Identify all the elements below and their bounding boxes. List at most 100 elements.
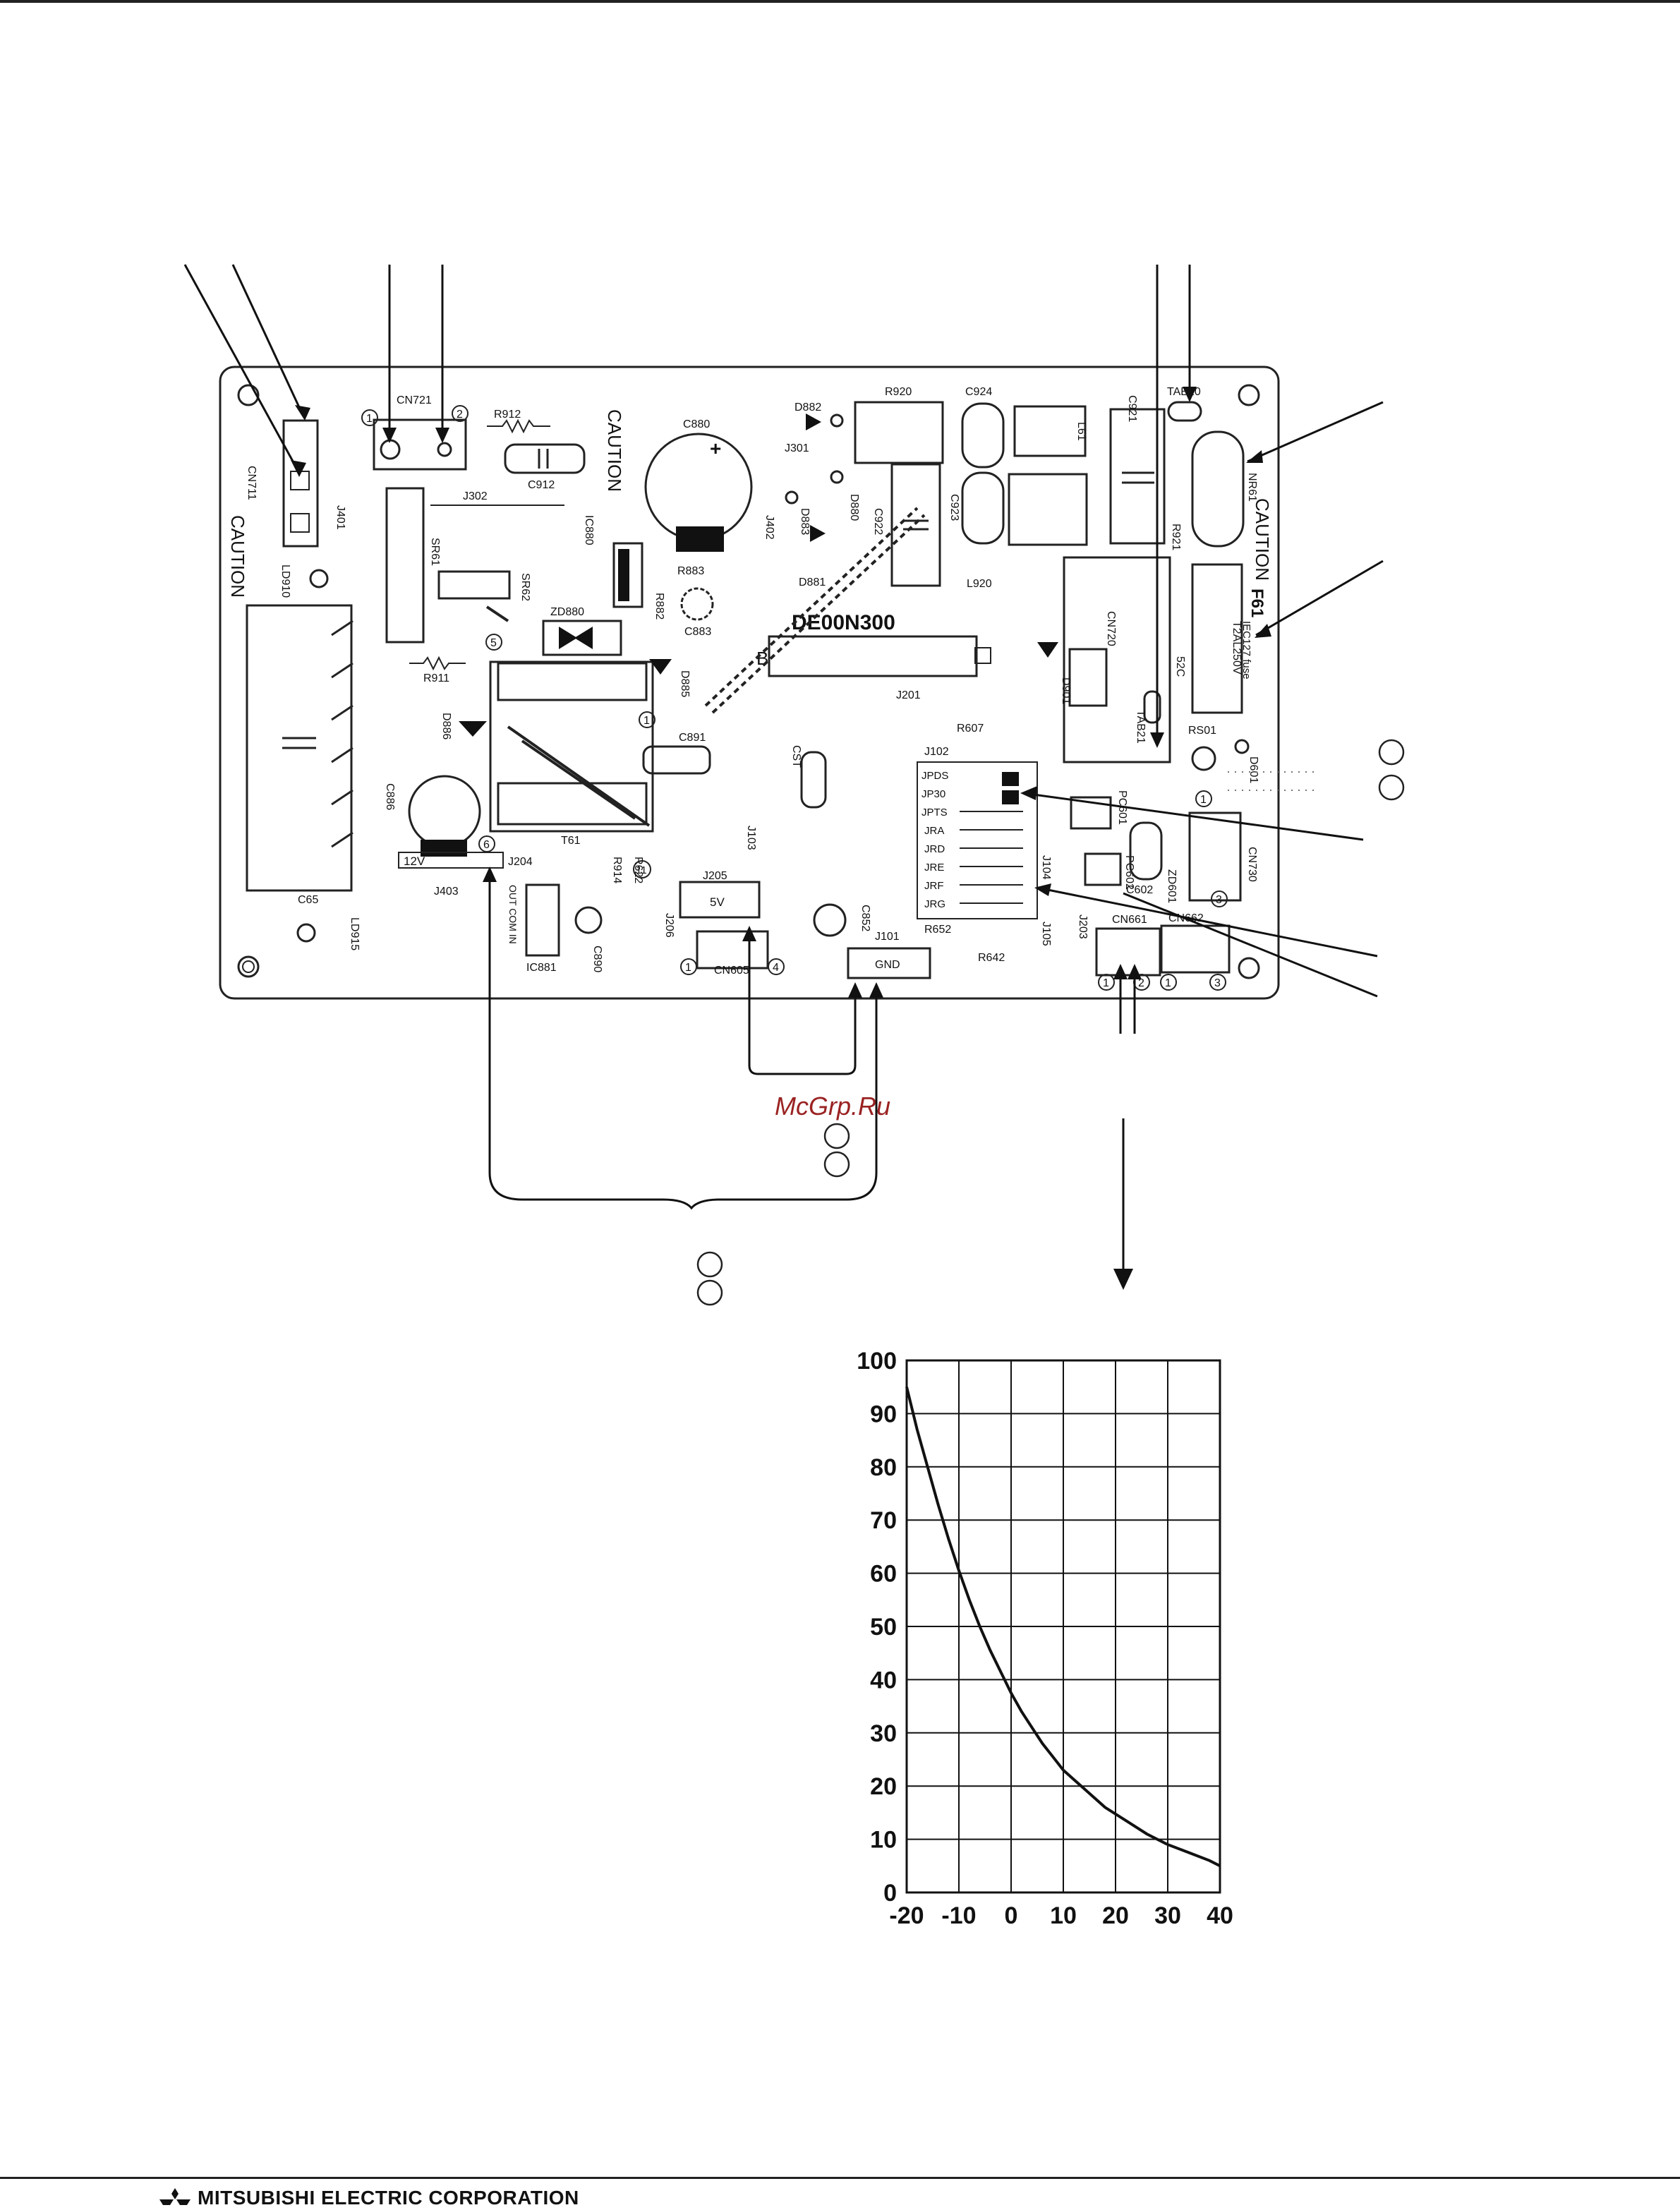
capacitor-c891 — [642, 745, 711, 775]
label-c923: C923 — [948, 494, 960, 521]
diode-d886 — [459, 721, 487, 737]
c880-band — [676, 526, 724, 552]
leader-line — [231, 264, 305, 417]
capacitor-c602 — [1129, 821, 1163, 881]
y-tick-label: 60 — [870, 1561, 897, 1588]
mounting-hole — [237, 384, 260, 406]
label-j204: J204 — [508, 856, 533, 868]
x-tick-label: -20 — [889, 1902, 924, 1929]
mounting-hole — [237, 955, 260, 978]
label-jrg: JRG — [924, 898, 945, 910]
x-tick-label: 10 — [1050, 1902, 1077, 1929]
inductor-l61-body — [1008, 473, 1088, 546]
label-r921: R921 — [1170, 524, 1182, 550]
label-r911: R911 — [423, 672, 449, 684]
label-pc602: PC602 — [1123, 855, 1135, 890]
y-tick-label: 40 — [870, 1667, 897, 1693]
diode-d882 — [806, 413, 821, 430]
test-point — [1234, 739, 1250, 754]
label-ld915: LD915 — [349, 917, 361, 950]
sr61-varistor — [385, 487, 425, 644]
label-d882: D882 — [794, 401, 821, 413]
jumper-cut-jp30 — [1002, 790, 1019, 804]
label-j403: J403 — [434, 886, 459, 898]
j201-end — [974, 647, 991, 664]
j205-jumper — [679, 881, 761, 919]
leader-line — [1255, 560, 1384, 636]
label-cn711: CN711 — [246, 466, 258, 500]
label-cst: CST — [790, 745, 802, 768]
c886-band — [421, 840, 467, 857]
diode-d881 — [810, 525, 826, 542]
pin-number: 11 — [636, 864, 647, 876]
logo-diamond-left — [159, 2199, 174, 2205]
label-c852: C852 — [859, 905, 871, 931]
label-j205: J205 — [703, 870, 727, 882]
label-d881: D881 — [799, 576, 826, 588]
pin-number: 5 — [490, 637, 497, 649]
y-tick-label: 30 — [870, 1720, 897, 1747]
sr62-varistor — [437, 570, 511, 600]
label-j101: J101 — [875, 931, 900, 943]
label-nr61: NR61 — [1246, 473, 1258, 502]
label-zd601: ZD601 — [1166, 869, 1178, 903]
label-l920: L920 — [967, 578, 992, 590]
arrowhead — [483, 867, 497, 882]
label-j301: J301 — [785, 442, 809, 454]
arrowhead — [1183, 387, 1197, 402]
arrowhead — [848, 982, 862, 998]
arrowheads — [291, 387, 1271, 1290]
cn605-connector — [696, 930, 769, 970]
pin-badge — [633, 860, 651, 878]
resistor-r920 — [854, 401, 944, 464]
arrowhead — [1246, 450, 1263, 463]
diode-symbol — [559, 627, 577, 649]
callout-leaders — [183, 264, 1384, 1277]
label-j104: J104 — [1040, 855, 1052, 880]
tab20-terminal — [1167, 401, 1202, 422]
label-c924: C924 — [965, 386, 992, 398]
hatch-diagonal — [704, 507, 926, 714]
pin-number: 3 — [1216, 894, 1222, 906]
callout-circle — [1378, 739, 1405, 766]
x-tick-label: 30 — [1154, 1902, 1181, 1929]
label-c880: C880 — [683, 418, 710, 430]
pin-number: 2 — [1138, 977, 1144, 989]
diode-d901 — [1037, 642, 1058, 658]
label-r920: R920 — [885, 386, 912, 398]
label-r914: R914 — [611, 857, 623, 883]
cn661-connector — [1095, 927, 1161, 977]
capacitor-c922 — [890, 463, 941, 587]
label-c891: C891 — [679, 732, 706, 744]
top-rule — [0, 0, 1680, 3]
pin-badge — [1195, 790, 1212, 807]
resistor-r911 — [409, 656, 466, 671]
y-tick-label: 50 — [870, 1614, 897, 1641]
label-ic881: IC881 — [526, 962, 557, 974]
mitsubishi-logo — [159, 2188, 191, 2205]
cn720-connector — [1068, 648, 1108, 707]
label-52c: 52C — [1174, 656, 1186, 677]
label-c890: C890 — [591, 946, 603, 972]
leader-line — [183, 264, 301, 473]
leader-line — [1123, 892, 1378, 998]
label-r607: R607 — [957, 723, 984, 735]
label-j105: J105 — [1040, 922, 1052, 946]
pin-number: 4 — [773, 962, 779, 974]
label-12v: 12V — [404, 855, 425, 868]
pin-number: 2 — [457, 409, 463, 421]
footer-rule — [0, 2177, 1680, 2179]
label-r642: R642 — [978, 952, 1005, 964]
label-j402: J402 — [763, 515, 775, 540]
pcb-board: CN711 CAUTION LD910 CN721 1 2 R912 C912 … — [219, 366, 1280, 1000]
ic880-tab — [618, 549, 629, 601]
pin-number: 1 — [1165, 977, 1171, 989]
rs01 — [1191, 746, 1216, 771]
x-tick-label: 20 — [1102, 1902, 1129, 1929]
label-r882: R882 — [653, 593, 665, 620]
label-cn661: CN661 — [1112, 914, 1147, 926]
